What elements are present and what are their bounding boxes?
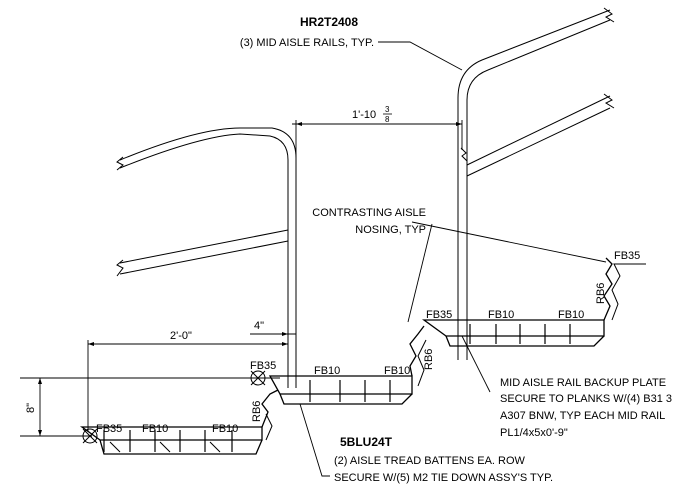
tag-fb10-mid-a: FB10 — [314, 365, 340, 377]
backup-line-2: SECURE TO PLANKS W/(4) B31 3 — [500, 393, 672, 405]
backup-line-1: MID AISLE RAIL BACKUP PLATE — [500, 377, 666, 389]
tag-rb6-upper: RB6 — [423, 349, 435, 370]
tag-fb10-mid-b: FB10 — [384, 365, 410, 377]
upper-rail — [457, 7, 615, 360]
tread-line-2: SECURE W/(5) M2 TIE DOWN ASSY'S TYP. — [334, 472, 553, 484]
rail-note-label: (3) MID AISLE RAILS, TYP. — [240, 37, 374, 49]
tag-fb35-low: FB35 — [96, 423, 122, 435]
dim-offset: 4" — [254, 320, 264, 332]
dim-top-whole: 1'-10 — [352, 109, 376, 121]
backup-line-4: PL1/4x5x0'-9" — [500, 427, 568, 439]
tread-mark-label: 5BLU24T — [340, 435, 393, 449]
step-lower — [79, 389, 279, 455]
rail-mark-label: HR2T2408 — [300, 15, 358, 29]
callout-tread-battens: 5BLU24T (2) AISLE TREAD BATTENS EA. ROW … — [334, 435, 553, 484]
tag-fb35-upper: FB35 — [426, 309, 452, 321]
callout-backup-plate: MID AISLE RAIL BACKUP PLATE SECURE TO PL… — [500, 377, 672, 439]
tag-fb10-upper-b: FB10 — [558, 309, 584, 321]
backup-line-3: A307 BNW, TYP EACH MID RAIL — [500, 410, 665, 422]
tag-fb35-top: FB35 — [614, 250, 640, 262]
nosing-line-2: NOSING, TYP — [355, 224, 426, 236]
dim-top-frac-num: 3 — [385, 105, 390, 114]
dim-top-frac-den: 8 — [385, 115, 390, 124]
nosing-line-1: CONTRASTING AISLE — [312, 207, 426, 219]
lower-rail — [116, 127, 297, 388]
tag-fb35-mid: FB35 — [250, 360, 276, 372]
dim-riser: 8" — [25, 403, 37, 413]
tag-fb10-low-a: FB10 — [142, 423, 168, 435]
reference-target-marks — [82, 370, 266, 444]
dimension-lines — [20, 120, 463, 437]
step-upper — [422, 257, 646, 347]
step-middle — [268, 325, 427, 405]
tread-line-1: (2) AISLE TREAD BATTENS EA. ROW — [334, 455, 526, 467]
mid-aisle-rails — [116, 7, 615, 388]
dimension-labels: 1'-10 3 8 2'-0" 4" 8" — [25, 105, 392, 413]
tag-rb6-top: RB6 — [595, 283, 607, 304]
tag-fb10-upper-a: FB10 — [488, 309, 514, 321]
part-tags: FB35 FB35 FB10 FB10 RB6 RB6 FB35 FB10 FB… — [96, 250, 640, 435]
dim-tread-width: 2'-0" — [170, 330, 192, 342]
tag-fb10-low-b: FB10 — [212, 423, 238, 435]
callout-rails: HR2T2408 (3) MID AISLE RAILS, TYP. — [240, 15, 374, 49]
tag-rb6-mid: RB6 — [251, 401, 263, 422]
callout-nosing: CONTRASTING AISLE NOSING, TYP — [312, 207, 426, 236]
leader-lines — [299, 41, 607, 477]
